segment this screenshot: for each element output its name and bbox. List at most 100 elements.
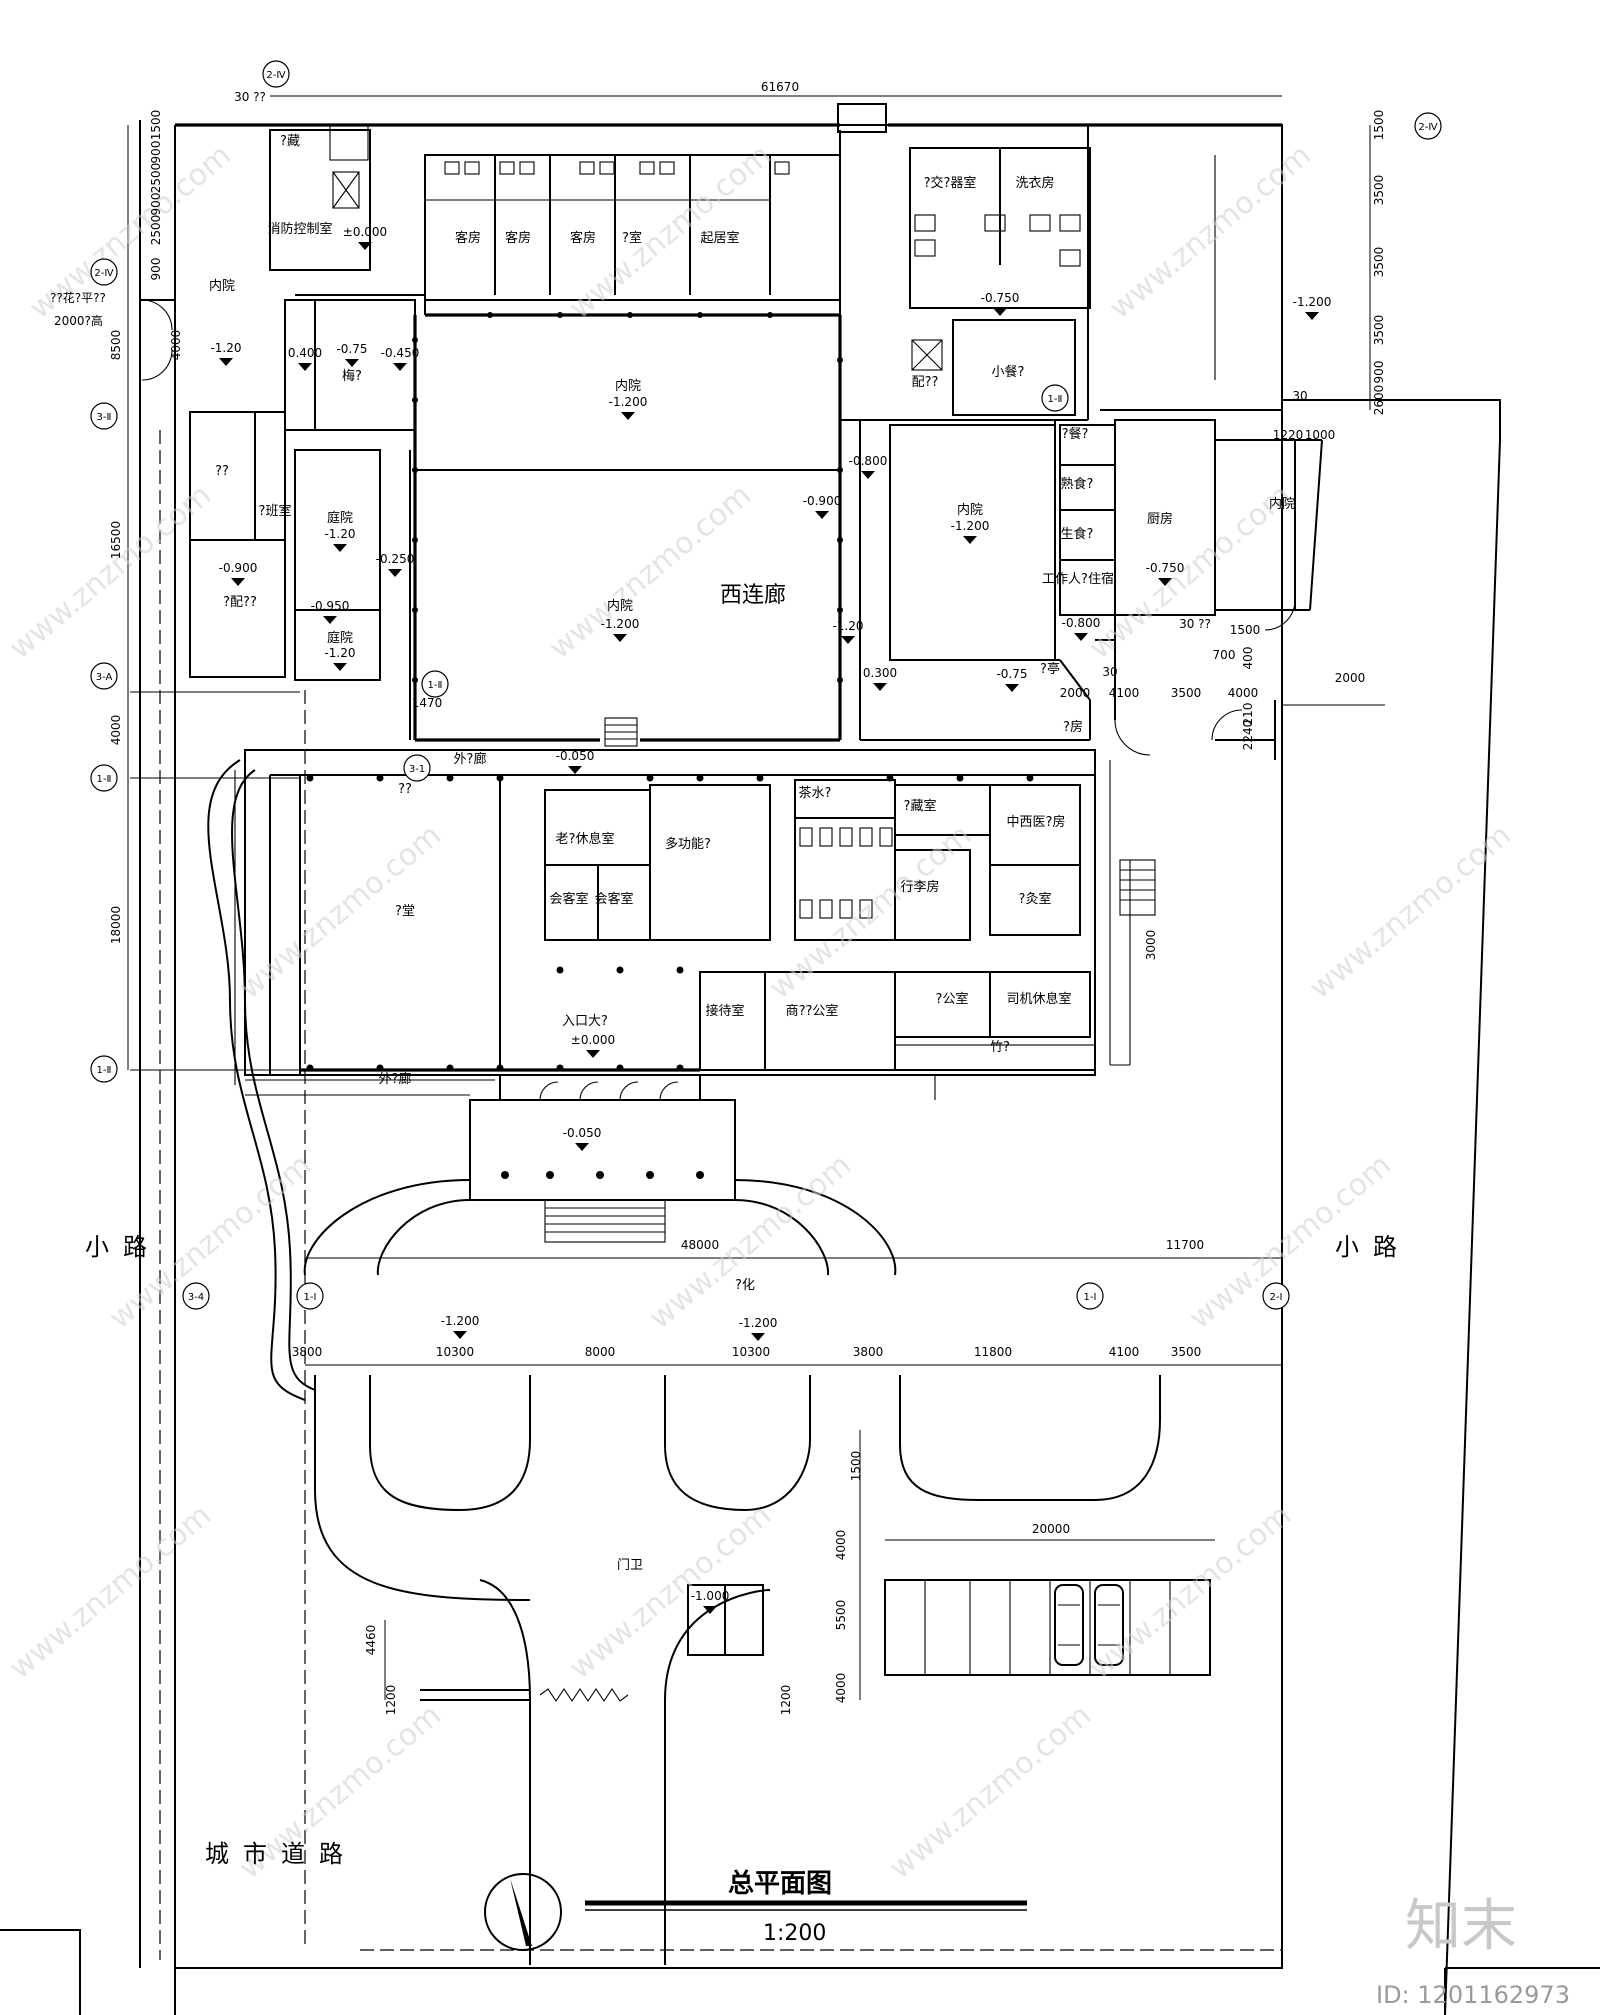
elevation-label: -1.200 (951, 519, 990, 533)
elevation-marker-icon (298, 363, 312, 371)
dimension-label: 3500 (1372, 175, 1386, 206)
dimension-label: 3500 (1372, 315, 1386, 346)
room-label-garden1: 庭院 (327, 510, 353, 526)
room-label-luggage: 行李房 (900, 879, 939, 895)
axis-tag-text: 1-Ⅱ (97, 1065, 112, 1076)
elevation-label: -0.800 (849, 454, 888, 468)
elevation-label: -0.75 (336, 342, 367, 356)
room-label-small-dining: 小餐? (992, 364, 1025, 380)
elevation-marker-icon (333, 663, 347, 671)
elevation-label: -1.000 (691, 1589, 730, 1603)
room-label-outer-corridor-bottom: 外?廊 (379, 1071, 412, 1087)
room-label-meeting1: 会客室 (549, 891, 588, 907)
elevation-marker-icon (568, 766, 582, 774)
elevation-label: -1.20 (324, 527, 355, 541)
room-label-office1: 商??公室 (786, 1003, 839, 1019)
drawing-scale: 1:200 (763, 1921, 826, 1946)
room-label-inner-yard-far-e: 内院 (1269, 496, 1295, 512)
room-labels: 消防控制室?藏客房客房客房?室起居室内院内院内院梅????班室庭院?配??庭院?… (209, 134, 1295, 1573)
elevation-marker-icon (861, 471, 875, 479)
guardhouse-plan (420, 1584, 764, 1702)
room-label-room-fang: ?房 (1063, 719, 1083, 735)
axis-tag-text: 2-Ⅳ (266, 70, 286, 81)
watermark-text: www.znzmo.com (3, 478, 218, 667)
room-label-guest2: 客房 (505, 230, 531, 246)
dimension-label: 16500 (109, 521, 123, 559)
room-label-greening: ?化 (735, 1278, 755, 1293)
elevation-marker-icon (815, 511, 829, 519)
dimension-label: 3800 (292, 1345, 323, 1359)
dimension-label: 900 (149, 193, 163, 216)
room-label-guardhouse: 门卫 (617, 1558, 643, 1573)
room-label-staff-dorm: 工作人?住宿 (1042, 571, 1114, 587)
watermark-id: ID: 1201162973 (1376, 1981, 1570, 2009)
dimension-label: 61670 (761, 80, 799, 94)
dimension-label: 2500 (149, 215, 163, 246)
room-label-room-qq: ?? (215, 464, 229, 479)
dimension-label: 3500 (1372, 247, 1386, 278)
room-label-reception: 接待室 (705, 1003, 744, 1019)
room-label-canteen: ?餐? (1062, 426, 1089, 442)
room-label-storage2: ?藏室 (904, 798, 937, 814)
elevation-label: ±0.000 (343, 225, 387, 239)
elevation-marker-icon (1005, 684, 1019, 692)
watermark-text: www.znzmo.com (1083, 1498, 1298, 1687)
west-road-label: 小路 (85, 1233, 161, 1261)
elevation-marker-icon (333, 544, 347, 552)
dimension-label: 4460 (364, 1625, 378, 1656)
dimension-label: 900 (149, 141, 163, 164)
dimension-label: 8500 (109, 330, 123, 361)
dimension-label: 1200 (779, 1685, 793, 1716)
axis-tag: 3-Ⅱ (90, 402, 118, 430)
elevation-label: -1.20 (832, 619, 863, 633)
elevation-marker-icon (323, 616, 337, 624)
dimension-label: 30 (1292, 389, 1307, 403)
elevation-marker-icon (393, 363, 407, 371)
dimension-label: 1500 (1372, 110, 1386, 141)
elevation-marker-icon (873, 683, 887, 691)
axis-tag: 1-Ⅱ (90, 764, 118, 792)
axis-tag-text: 2-Ⅳ (94, 268, 114, 279)
elevation-marker-icon (613, 634, 627, 642)
room-label-laundry-equip: ?交?器室 (924, 175, 977, 191)
dimension-label: 4000 (834, 1673, 848, 1704)
room-label-driver-rest: 司机休息室 (1006, 991, 1071, 1007)
elevation-label: -0.250 (376, 552, 415, 566)
note-labels: ??花?平??2000?高 (50, 290, 106, 328)
dimension-label: 11700 (1166, 1238, 1204, 1252)
dimension-label: 1470 (412, 696, 443, 710)
elevation-label: -0.050 (563, 1126, 602, 1140)
dimension-label: 10300 (732, 1345, 770, 1359)
dimension-label: 30 (1102, 665, 1117, 679)
room-label-inner-yard-nw: 内院 (209, 278, 235, 294)
axis-tag-text: 2-Ⅰ (1270, 1292, 1283, 1303)
parking-lot (884, 1579, 1211, 1676)
elevation-label: 0.300 (863, 666, 897, 680)
dimension-label: 20000 (1032, 1522, 1070, 1536)
west-corridor-label: 西连廊 (720, 583, 786, 608)
dimension-label: 2000 (1335, 671, 1366, 685)
dimension-label: 900 (1372, 361, 1386, 384)
dimension-label: 4100 (1109, 1345, 1140, 1359)
elevation-marker-icon (993, 308, 1007, 316)
elevation-label: -0.750 (981, 291, 1020, 305)
axis-tag: 2-Ⅰ (1262, 1282, 1290, 1310)
elevation-marker-icon (1074, 633, 1088, 641)
room-label-living: 起居室 (700, 230, 739, 246)
room-label-tea: 茶水? (799, 785, 832, 801)
watermark-text: www.znzmo.com (543, 478, 758, 667)
dimension-label: 4100 (1109, 686, 1140, 700)
axis-tag-text: 3-Ⅱ (97, 412, 112, 423)
room-label-inner-yard-e: 内院 (957, 502, 983, 518)
room-label-bamboo: 竹? (990, 1040, 1010, 1055)
room-label-hall: ?堂 (395, 904, 415, 919)
room-label-room4: ?室 (622, 230, 642, 246)
dimension-label: 5500 (834, 1600, 848, 1631)
elevation-label: 0.400 (288, 346, 322, 360)
elevation-label: -1.200 (1293, 295, 1332, 309)
dimension-label: 2500 (149, 163, 163, 194)
axis-tag: 2-Ⅳ (262, 60, 290, 88)
